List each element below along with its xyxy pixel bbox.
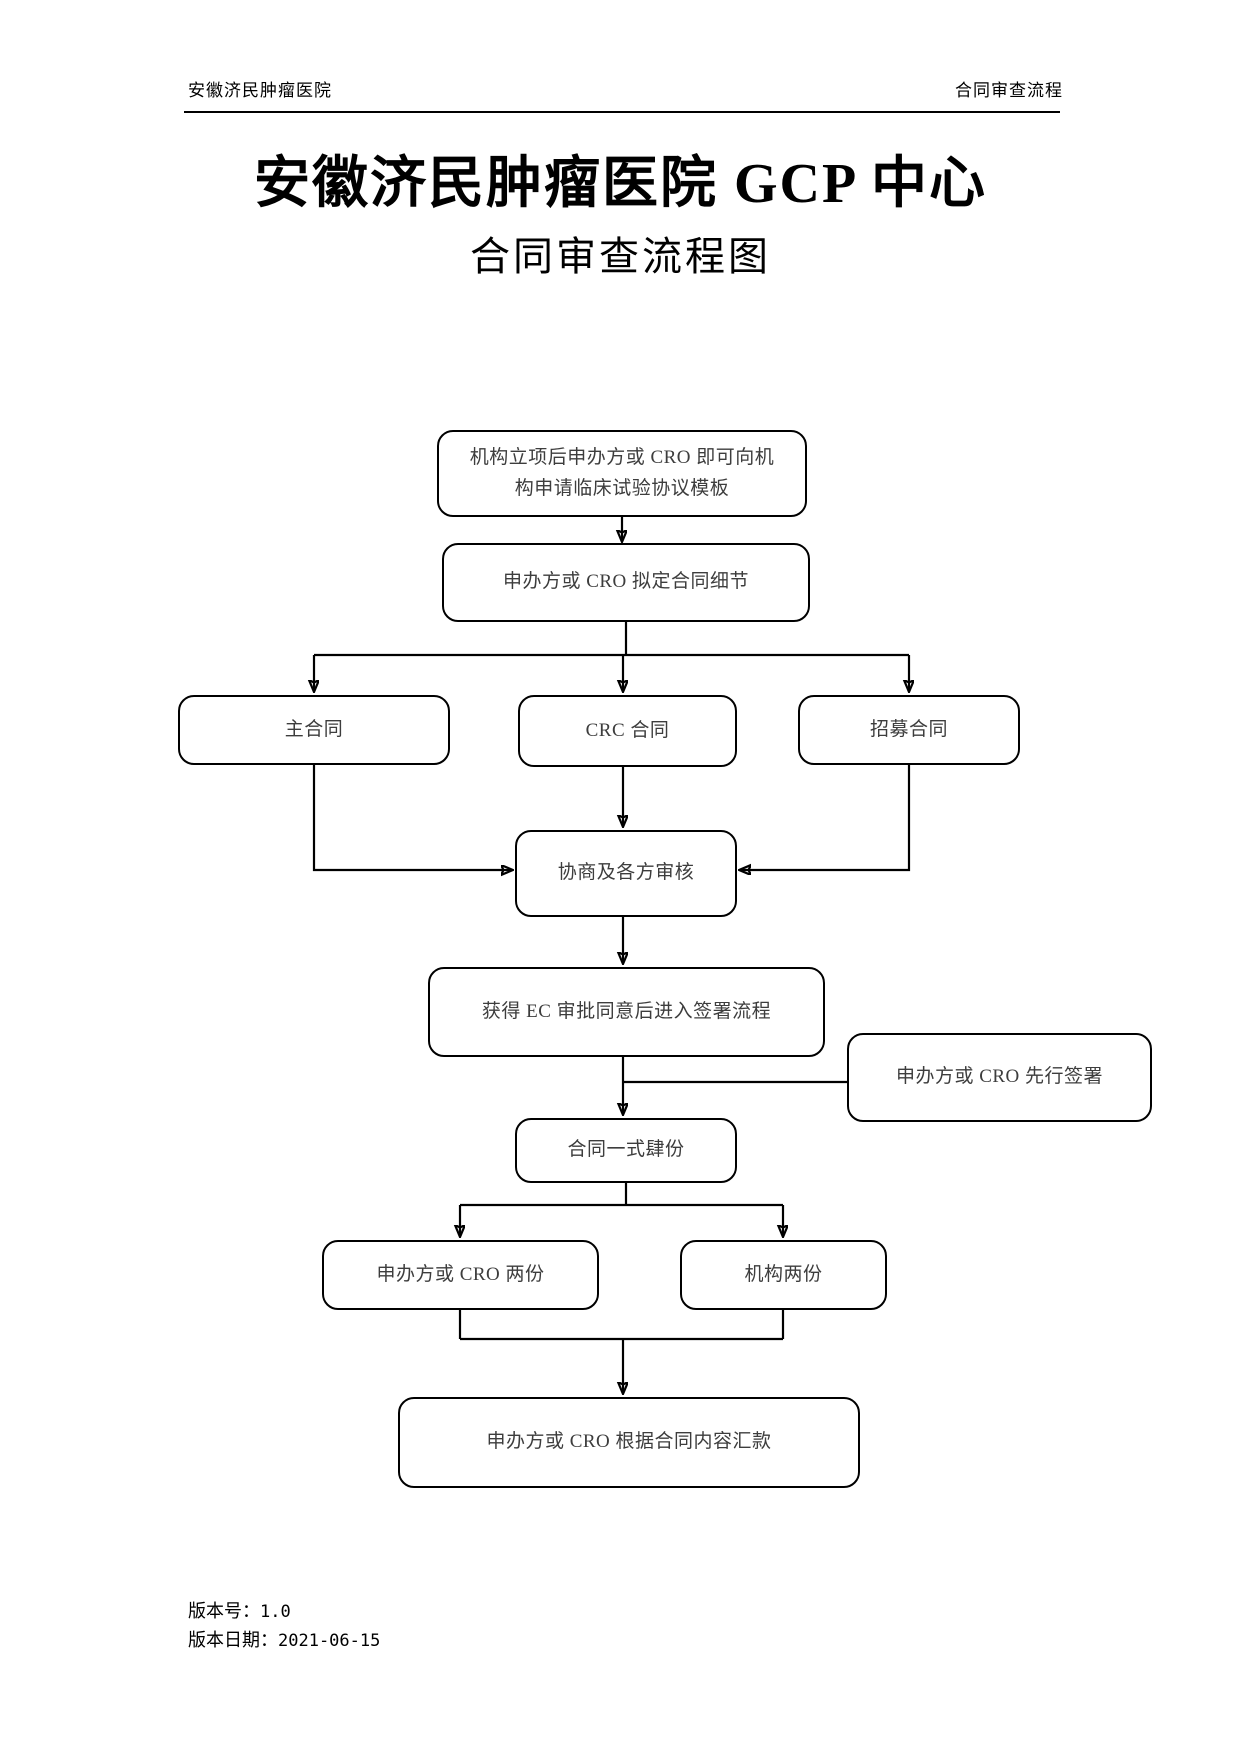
- version-date-value: 2021-06-15: [278, 1631, 381, 1651]
- flow-node-negotiate: 协商及各方审核: [515, 830, 737, 917]
- flow-node-sponsor-copies: 申办方或 CRO 两份: [322, 1240, 599, 1310]
- edge-main-contract-to-negotiate: [312, 765, 512, 870]
- flow-node-presign: 申办方或 CRO 先行签署: [847, 1033, 1152, 1122]
- version-date-label: 版本日期：: [188, 1630, 278, 1650]
- flow-node-draft: 申办方或 CRO 拟定合同细节: [442, 543, 810, 622]
- header-rule: [184, 111, 1060, 113]
- flow-node-start: 机构立项后申办方或 CRO 即可向机 构申请临床试验协议模板: [437, 430, 807, 517]
- flow-node-remit: 申办方或 CRO 根据合同内容汇款: [398, 1397, 860, 1488]
- edge-four-copies-branch-trunk: [460, 1183, 783, 1207]
- flow-node-four-copies: 合同一式肆份: [515, 1118, 737, 1183]
- version-value: 1.0: [260, 1602, 291, 1622]
- flow-node-ec-approval: 获得 EC 审批同意后进入签署流程: [428, 967, 825, 1057]
- edge-draft-branch-trunk: [314, 622, 909, 657]
- flow-node-crc-contract: CRC 合同: [518, 695, 737, 767]
- header-right-text: 合同审查流程: [955, 81, 1063, 100]
- edge-copies-merge: [458, 1310, 785, 1341]
- page-subtitle: 合同审查流程图: [470, 234, 771, 279]
- version-label: 版本号：: [188, 1601, 260, 1621]
- edge-recruit-contract-to-negotiate: [740, 765, 911, 870]
- flow-node-institution-copies: 机构两份: [680, 1240, 887, 1310]
- footer: 版本号：1.0 版本日期：2021-06-15: [188, 1597, 380, 1655]
- page-title: 安徽济民肿瘤医院 GCP 中心: [253, 153, 988, 215]
- flow-node-main-contract: 主合同: [178, 695, 450, 765]
- header-left-text: 安徽济民肿瘤医院: [188, 81, 332, 100]
- flow-node-recruit-contract: 招募合同: [798, 695, 1020, 765]
